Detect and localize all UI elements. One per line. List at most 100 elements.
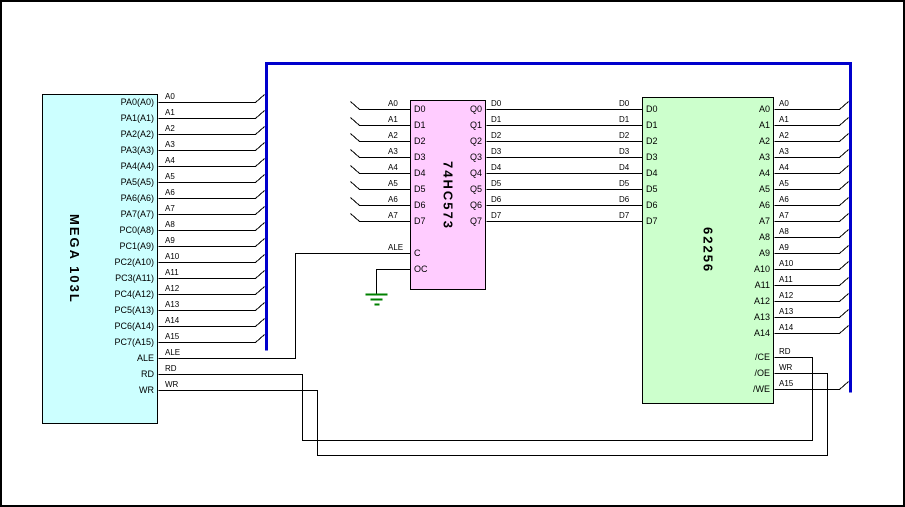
net-label-d3: D3 [619,147,630,156]
net-label-d4: D4 [491,163,502,172]
latch-pin-q4: Q4 [469,168,482,178]
mcu-pin-pa2a2: PA2(A2) [120,129,154,139]
wire-a3 [350,149,411,158]
mcu-pin-pc1a9: PC1(A9) [119,241,154,251]
latch-pin-q1: Q1 [469,120,482,130]
sram-pin-a10: A10 [753,264,770,274]
net-label-d0: D0 [619,99,630,108]
wire-a1 [350,117,411,126]
sram-pin-a7: A7 [758,216,770,226]
net-label-a12: A12 [779,291,794,300]
net-label-a0: A0 [388,99,398,108]
latch-pin-d4: D4 [414,168,426,178]
mcu-pin-pa1a1: PA1(A1) [120,113,154,123]
wire-a0 [350,101,411,110]
net-label-a8: A8 [165,220,175,229]
net-label-a3: A3 [779,147,789,156]
sram-pin-d4: D4 [646,168,658,178]
mcu-pin-pc7a15: PC7(A15) [114,337,154,347]
mcu-pin-pc0a8: PC0(A8) [119,225,154,235]
net-label-d6: D6 [619,195,630,204]
wire-a6 [350,197,411,206]
net-label-d5: D5 [619,179,630,188]
mcu-pin-pa7a7: PA7(A7) [120,209,154,219]
sram-pin-oe: /OE [754,368,770,378]
net-label-d3: D3 [491,147,502,156]
mcu-pin-ale: ALE [136,353,154,363]
net-label-a9: A9 [165,236,175,245]
latch-pin-q6: Q6 [469,200,482,210]
net-label-wr: WR [779,363,793,372]
sram-pin-a4: A4 [758,168,770,178]
sram-pin-d3: D3 [646,152,658,162]
net-label-a0: A0 [779,99,789,108]
net-label-d1: D1 [619,115,630,124]
net-label-rd: RD [779,347,791,356]
net-label-a15: A15 [165,332,180,341]
latch-pin-q0: Q0 [469,104,482,114]
sram-pin-a5: A5 [758,184,770,194]
latch-pin-d7: D7 [414,216,426,226]
mcu-pin-pa4a4: PA4(A4) [120,161,154,171]
wire-a4 [350,165,411,174]
mcu-pin-pc3a11: PC3(A11) [115,273,154,283]
sram-pin-a1: A1 [758,120,770,130]
latch-pin-d6: D6 [414,200,426,210]
net-label-d7: D7 [491,211,502,220]
sram-pin-a9: A9 [758,248,770,258]
net-label-a14: A14 [165,316,180,325]
net-label-d5: D5 [491,179,502,188]
net-label-a1: A1 [165,108,175,117]
net-label-a7: A7 [779,211,789,220]
net-label-a8: A8 [779,227,789,236]
sram-pin-a12: A12 [753,296,770,306]
wire-ale [158,253,411,359]
mcu-pin-pc2a10: PC2(A10) [114,257,154,267]
net-label-d7: D7 [619,211,630,220]
sram-pin-a13: A13 [753,312,770,322]
net-label-a1: A1 [388,115,398,124]
net-label-a5: A5 [165,172,175,181]
net-label-a3: A3 [388,147,398,156]
net-label-a4: A4 [165,156,175,165]
sram-pin-a14: A14 [753,328,770,338]
latch-pin-d2: D2 [414,136,426,146]
latch-pin-q2: Q2 [469,136,482,146]
mcu-pin-wr: WR [139,385,154,395]
net-label-ale: ALE [165,348,181,357]
net-label-a5: A5 [779,179,789,188]
net-label-a11: A11 [779,275,793,284]
net-label-a4: A4 [779,163,789,172]
net-label-ale: ALE [388,243,404,252]
latch-pin-d0: D0 [414,104,426,114]
net-label-d2: D2 [619,131,630,140]
sram-pin-d6: D6 [646,200,658,210]
net-label-a7: A7 [388,211,398,220]
sram-pin-a0: A0 [758,104,770,114]
net-label-rd: RD [165,364,177,373]
mcu-pin-pa5a5: PA5(A5) [120,177,154,187]
net-label-a1: A1 [779,115,789,124]
net-label-d0: D0 [491,99,502,108]
latch-pin-oc: OC [414,264,428,274]
net-label-a0: A0 [165,92,175,101]
chip-mega103l: MEGA 103L [42,94,158,424]
latch-pin-c: C [414,248,421,258]
latch-pin-q3: Q3 [469,152,482,162]
net-label-a11: A11 [165,268,179,277]
latch-pin-d3: D3 [414,152,426,162]
mcu-pin-pc4a12: PC4(A12) [114,289,154,299]
net-label-a14: A14 [779,323,794,332]
net-label-d4: D4 [619,163,630,172]
net-label-a12: A12 [165,284,180,293]
net-label-a4: A4 [388,163,398,172]
sram-pin-d7: D7 [646,216,658,226]
net-label-a6: A6 [779,195,789,204]
net-label-a15: A15 [779,379,794,388]
sram-pin-a2: A2 [758,136,770,146]
net-label-d2: D2 [491,131,502,140]
sram-pin-a8: A8 [758,232,770,242]
sram-pin-a11: A11 [754,280,770,290]
net-label-a2: A2 [388,131,398,140]
net-label-a10: A10 [779,259,794,268]
